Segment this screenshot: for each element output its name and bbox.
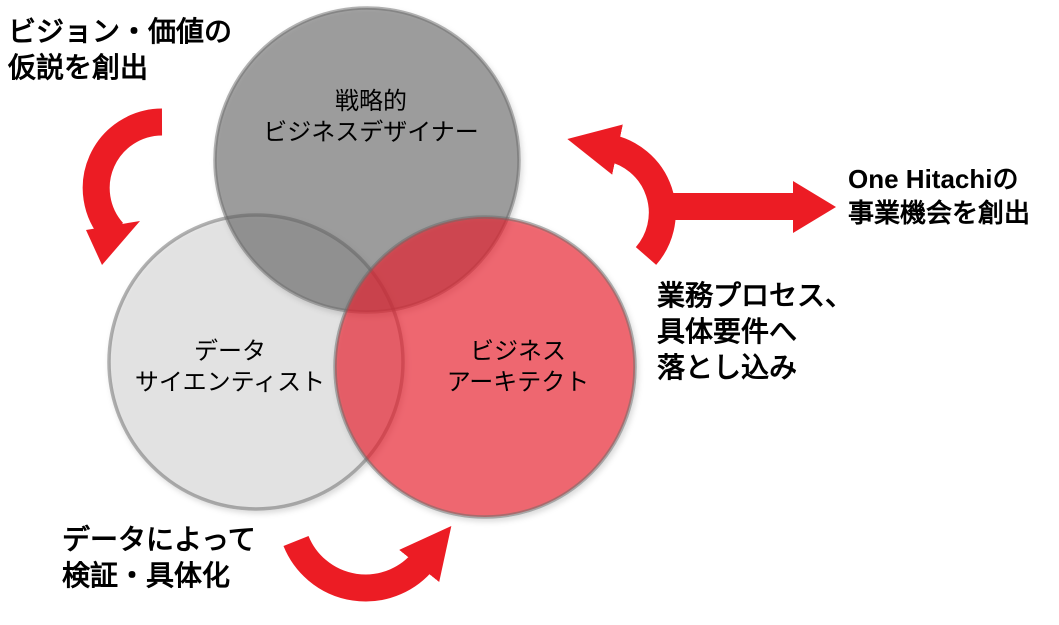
one-hitachi-annotation-line2: 事業機会を創出 xyxy=(848,197,1031,228)
cycle-arrow-left-icon xyxy=(82,108,163,241)
data-verification-annotation: データによって 検証・具体化 xyxy=(62,522,256,594)
output-arrow-icon xyxy=(662,181,836,233)
cycle-arrow-left-head-icon xyxy=(86,221,140,265)
business-architect-label: ビジネス アーキテクト xyxy=(447,336,590,398)
process-annotation: 業務プロセス、 具体要件へ 落とし込み xyxy=(657,278,853,385)
process-annotation-line1: 業務プロセス、 xyxy=(657,280,854,311)
vision-annotation: ビジョン・価値の 仮説を創出 xyxy=(8,14,232,86)
data-scientist-label: データ サイエンティスト xyxy=(135,336,325,398)
strategic-designer-label-line1: 戦略的 xyxy=(335,88,407,115)
cycle-arrow-right-icon xyxy=(567,124,676,265)
vision-annotation-line1: ビジョン・価値の xyxy=(8,16,233,47)
one-hitachi-annotation-line1: One Hitachiの xyxy=(848,164,1019,194)
strategic-designer-label: 戦略的 ビジネスデザイナー xyxy=(263,86,479,148)
one-hitachi-annotation: One Hitachiの 事業機会を創出 xyxy=(848,163,1030,231)
vision-annotation-line2: 仮説を創出 xyxy=(8,51,149,83)
data-verification-annotation-line2: 検証・具体化 xyxy=(62,559,231,591)
data-scientist-label-line2: サイエンティスト xyxy=(134,369,326,397)
business-architect-label-line2: アーキテクト xyxy=(446,369,590,397)
data-scientist-label-line1: データ xyxy=(193,338,266,365)
process-annotation-line2: 具体要件へ xyxy=(657,315,798,347)
business-architect-label-line1: ビジネス xyxy=(470,338,566,365)
strategic-designer-label-line2: ビジネスデザイナー xyxy=(263,119,479,147)
cycle-arrow-bottom-icon xyxy=(283,526,452,602)
process-annotation-line3: 落とし込み xyxy=(657,351,798,383)
business-architect-circle xyxy=(333,215,637,519)
data-verification-annotation-line1: データによって xyxy=(62,524,256,555)
